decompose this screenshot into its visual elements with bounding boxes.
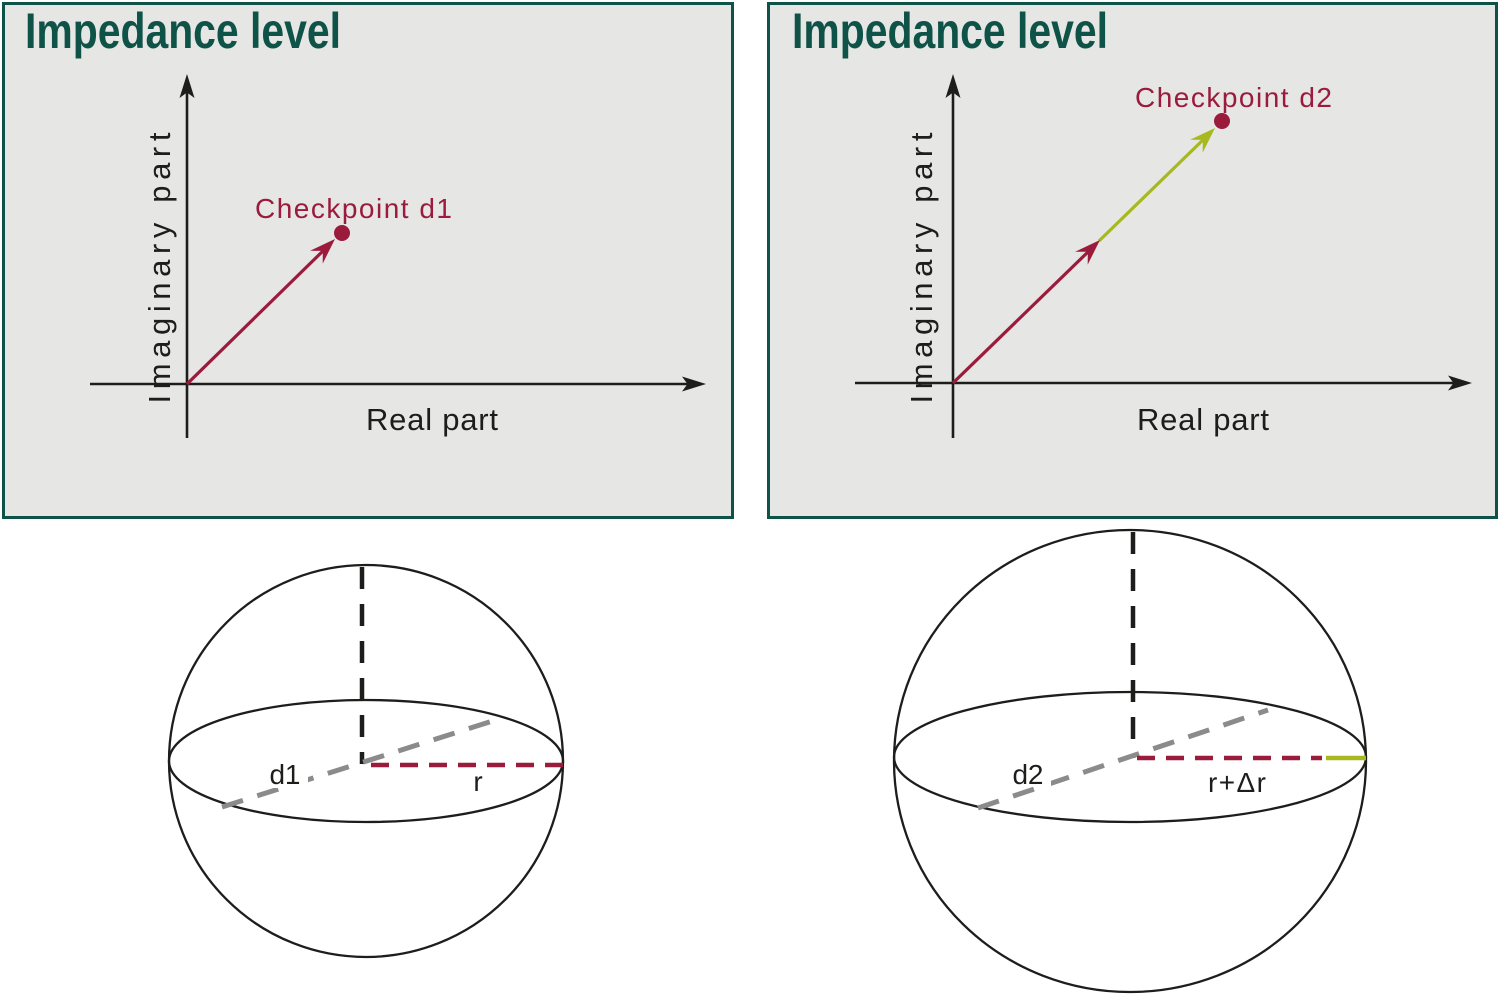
imaginary-axis-label: Imaginary part [142, 132, 177, 403]
complex-plane-plot-1: Impedance level Imaginary part Real part… [25, 3, 706, 438]
impedance-panel-left [2, 2, 734, 519]
real-axis-label: Real part [366, 402, 498, 437]
vector-arrowhead-icon [310, 239, 335, 264]
impedance-vector-delta-segment [1097, 134, 1209, 243]
vector-mid-arrowhead-icon [1075, 240, 1100, 265]
equator-ellipse [167, 698, 565, 824]
diameter-d2-label: d2 [1013, 759, 1044, 790]
diameter-d1-dashed [221, 715, 503, 810]
imaginary-axis-arrowhead-icon [179, 74, 195, 98]
checkpoint-d2-label: Checkpoint d2 [1135, 82, 1332, 113]
diameter-d1-label: d1 [270, 759, 301, 790]
label-backing [1003, 756, 1051, 787]
vector-arrowhead-icon [1190, 128, 1215, 153]
impedance-vector-d1 [185, 245, 329, 386]
impedance-panel-right [767, 2, 1498, 519]
sphere-d1: d1 r [167, 563, 565, 959]
panel-title: Impedance level [792, 3, 1108, 59]
sphere-outline [892, 528, 1368, 994]
imaginary-axis-arrowhead-icon [945, 74, 961, 98]
label-backing [262, 756, 308, 788]
impedance-vector-d2 [951, 247, 1093, 385]
real-axis-label: Real part [1137, 402, 1269, 437]
sphere-d2: d2 r+Δr [892, 528, 1368, 994]
complex-plane-plot-2: Impedance level Imaginary part Real part… [792, 3, 1472, 438]
imaginary-axis-label: Imaginary part [904, 132, 939, 403]
checkpoint-d2-dot [1214, 113, 1230, 129]
checkpoint-d1-label: Checkpoint d1 [255, 193, 452, 224]
real-axis-arrowhead-icon [682, 376, 706, 392]
diameter-d2-dashed [977, 707, 1269, 811]
radius-delta-r-label: r+Δr [1208, 767, 1266, 798]
panel-title: Impedance level [25, 3, 341, 59]
radius-r-label: r [473, 766, 482, 797]
checkpoint-d1-dot [334, 225, 350, 241]
real-axis-arrowhead-icon [1448, 375, 1472, 391]
